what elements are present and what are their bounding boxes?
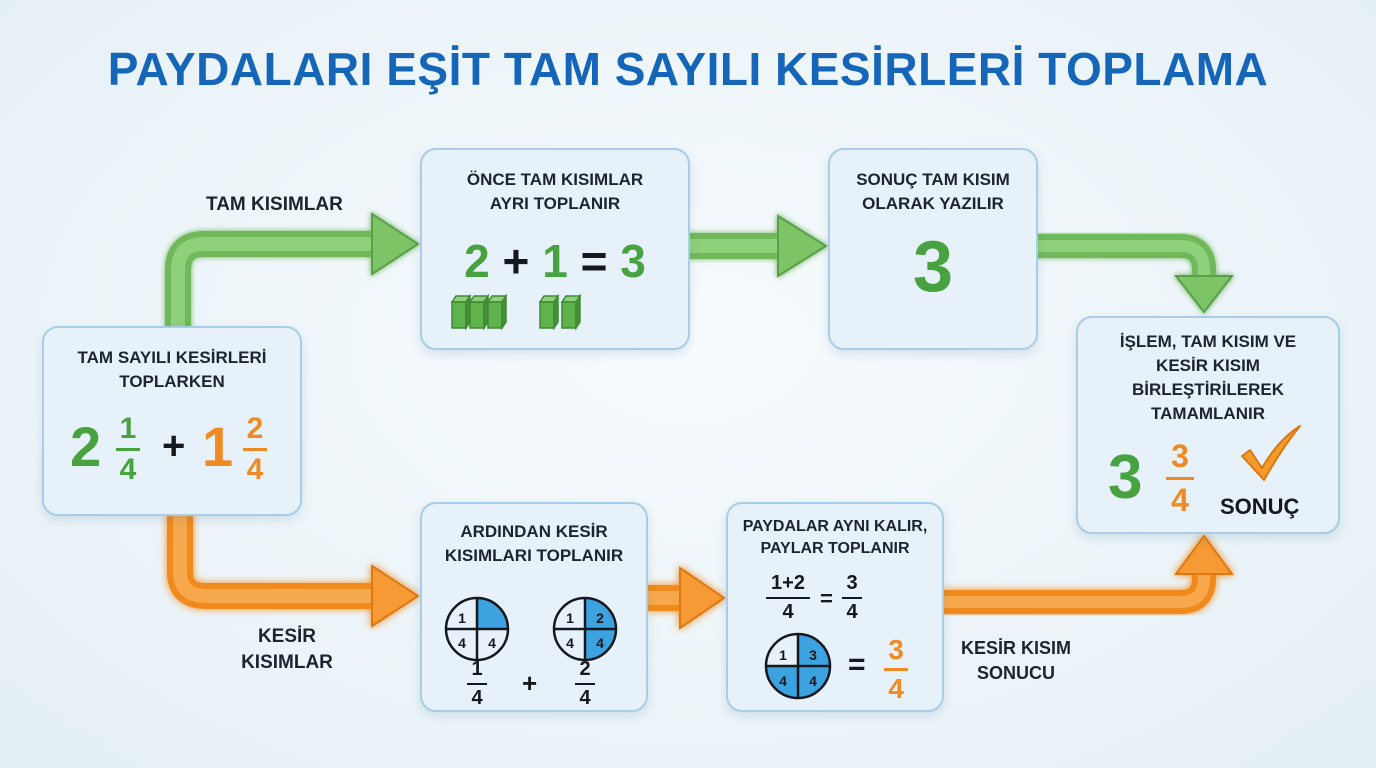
start-box-line1: TAM SAYILI KESİRLERİ [77,348,267,367]
label-fraction-parts: KESİR KISIMLAR [232,624,342,676]
arrow-to-final-from-fraction [942,534,1234,614]
expr-den: 4 [782,601,794,623]
label-whole-parts: TAM KISIMLAR [206,194,343,215]
circle-c-q4: 4 [809,673,817,689]
whole-sum-equation: 2 + 1 = 3 [422,234,688,288]
whole-sum-result: 3 [620,235,646,287]
final-line3: BİRLEŞTİRİLEREK [1131,380,1285,399]
mixed-a-whole: 2 [70,415,102,478]
expr-result: 3 4 [842,572,862,624]
whole-sum-line2: AYRI TOPLANIR [489,194,621,213]
whole-result-value: 3 [912,227,954,307]
final-den: 4 [1171,482,1189,518]
fraction-result-caption: PAYDALAR AYNI KALIR, PAYLAR TOPLANIR [728,516,942,560]
result-num: 3 [888,634,904,665]
frac-b-den: 4 [579,687,591,709]
whole-result-box: SONUÇ TAM KISIM OLARAK YAZILIR 3 [828,148,1038,350]
fraction-sum-line1: ARDINDAN KESİR [460,522,608,541]
circle-a-q4: 4 [488,635,496,651]
circle-a-q3: 4 [458,635,466,651]
arrow-whole-parts [165,212,420,330]
frac-b: 2 4 [575,658,595,710]
result-equals: = [848,648,866,681]
mixed-b-fraction: 2 4 [243,412,267,487]
frac-b-num: 2 [579,658,591,680]
start-box: TAM SAYILI KESİRLERİ TOPLARKEN 2 1 4 + 1… [42,326,302,516]
mixed-a-fraction: 1 4 [116,412,140,487]
final-line4: TAMAMLANIR [1151,404,1265,423]
fraction-result-line2: PAYLAR TOPLANIR [760,540,910,557]
mixed-b-whole: 1 [202,415,234,478]
final-result-label: SONUÇ [1220,494,1300,519]
frac-a: 1 4 [467,658,487,710]
quarter-circle-icon: 1 3 4 4 [764,632,832,700]
arrow-to-whole-result [688,214,828,278]
circle-a-q1: 1 [458,610,466,626]
label-fraction-result: KESİR KISIM SONUCU [946,636,1086,686]
mixed-a-denominator: 4 [119,453,137,486]
fraction-sum-plus: + [522,668,538,698]
start-plus: + [162,424,186,468]
green-block-icon [450,293,582,331]
whole-sum-b: 1 [542,235,568,287]
page-title: PAYDALARI EŞİT TAM SAYILI KESİRLERİ TOPL… [107,43,1269,95]
circle-b-q4: 4 [596,635,604,651]
circle-b-q2: 2 [596,610,604,626]
final-fraction: 3 4 [1166,438,1194,519]
mixed-b-numerator: 2 [246,412,264,445]
circle-c-q1: 1 [779,647,787,663]
label-fraction-parts-line1: KESİR [257,626,317,647]
whole-result-caption: SONUÇ TAM KISIM OLARAK YAZILIR [830,168,1036,216]
label-fraction-parts-line2: KISIMLAR [241,652,333,673]
circle-c-q2: 3 [809,647,817,663]
final-caption: İŞLEM, TAM KISIM VE KESİR KISIM BİRLEŞTİ… [1078,330,1338,426]
whole-sum-a: 2 [464,235,490,287]
check-mark-icon [1241,425,1301,481]
mixed-a-numerator: 1 [119,412,137,445]
start-box-line2: TOPLARKEN [119,372,225,391]
frac-a-den: 4 [471,687,483,709]
whole-sum-caption: ÖNCE TAM KISIMLAR AYRI TOPLANIR [422,168,688,216]
expr-equals: = [820,586,833,611]
quarter-circle-icon: 1 2 4 4 [552,596,618,662]
whole-sum-box: ÖNCE TAM KISIMLAR AYRI TOPLANIR 2 + 1 = … [420,148,690,350]
final-num: 3 [1171,438,1189,474]
quarter-circle-icon: 1 4 4 [444,596,510,662]
expr-res-den: 4 [846,601,858,623]
label-fraction-result-line1: KESİR KISIM [960,638,1071,658]
whole-result-line2: OLARAK YAZILIR [862,194,1004,213]
result-fraction: 3 4 [884,634,908,705]
start-box-caption: TAM SAYILI KESİRLERİ TOPLARKEN [44,346,300,394]
final-line1: İŞLEM, TAM KISIM VE [1119,332,1297,351]
arrow-fraction-parts [167,512,420,628]
whole-sum-plus: + [502,235,530,287]
circle-c-q3: 4 [779,673,787,689]
frac-a-num: 1 [471,658,483,680]
fraction-sum-box: ARDINDAN KESİR KISIMLARI TOPLANIR 1 4 4 … [420,502,648,712]
fraction-sum-line2: KISIMLARI TOPLANIR [444,546,624,565]
whole-sum-line1: ÖNCE TAM KISIMLAR [466,170,644,189]
arrow-to-fraction-result [646,566,726,630]
result-den: 4 [888,673,904,704]
circle-b-q1: 1 [566,610,574,626]
label-fraction-result-line2: SONUCU [976,663,1055,683]
whole-result-line1: SONUÇ TAM KISIM [856,170,1010,189]
blocks-a [450,293,508,331]
expr-res-num: 3 [846,572,858,594]
expr-fraction: 1+2 4 [766,572,810,624]
whole-sum-equals: = [580,235,608,287]
fraction-result-line1: PAYDALAR AYNI KALIR, [742,518,928,535]
final-whole: 3 [1108,443,1143,512]
final-box: İŞLEM, TAM KISIM VE KESİR KISIM BİRLEŞTİ… [1076,316,1340,534]
fraction-sum-caption: ARDINDAN KESİR KISIMLARI TOPLANIR [422,520,646,568]
final-line2: KESİR KISIM [1156,356,1260,375]
arrow-to-final-from-whole [1036,234,1235,314]
fraction-result-box: PAYDALAR AYNI KALIR, PAYLAR TOPLANIR 1+2… [726,502,944,712]
blocks-b [538,293,582,331]
mixed-b-denominator: 4 [246,453,264,486]
expr-num: 1+2 [771,572,805,594]
circle-b-q3: 4 [566,635,574,651]
